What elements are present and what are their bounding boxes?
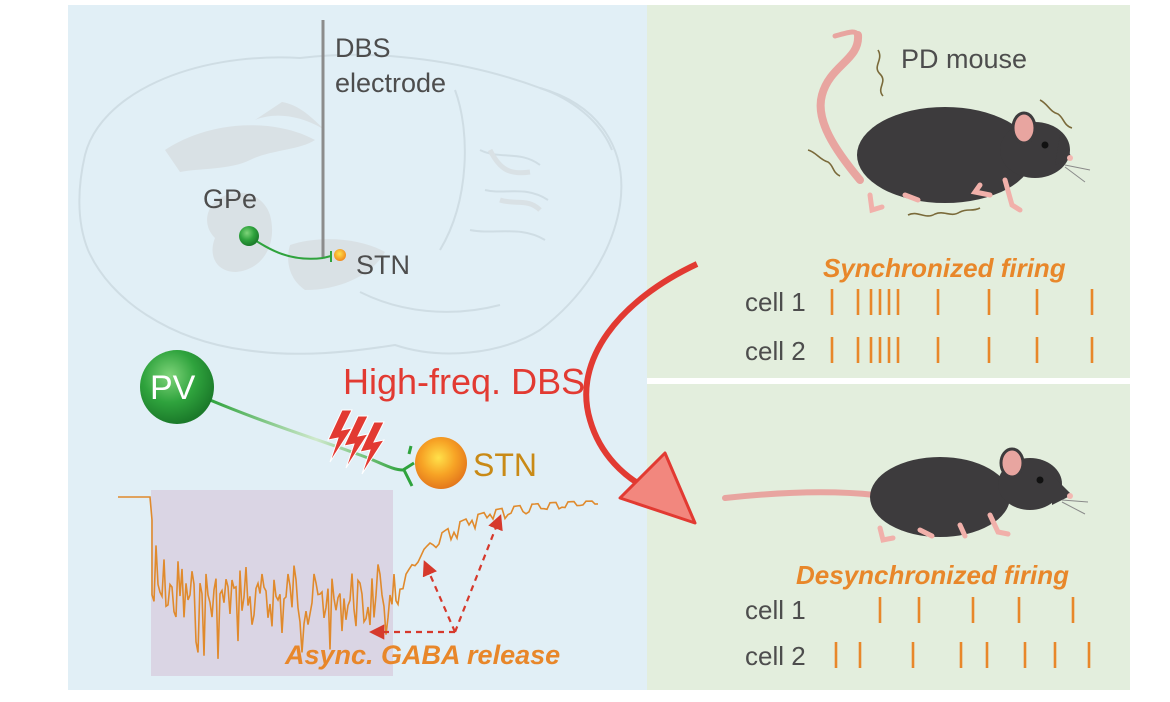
ipsc-trace [118,496,599,659]
stn-neuron-label: STN [473,447,537,483]
stn-small-synapse [322,251,332,262]
raster-desync [834,597,1091,668]
dbs-electrode-label: DBS electrode [335,35,446,97]
stn-small-neuron [334,249,346,261]
raster-sync [830,289,1094,363]
stn-brain-label: STN [356,250,410,280]
transition-arrowhead [618,451,697,525]
dbs-electrode-label-line2: electrode [335,68,447,98]
lightning-icon [327,409,386,475]
async-arrows [368,514,503,640]
brain-structures [165,102,542,290]
transition-arrow [583,261,699,493]
gpe-label: GPe [203,184,258,214]
async-gaba-label: Async. GABA release [285,640,561,670]
dbs-electrode-label-line1: DBS [335,33,391,63]
pd-mouse-icon [807,29,1091,217]
pd-mouse-label: PD mouse [901,44,1028,74]
high-freq-dbs-label: High-freq. DBS [343,361,586,402]
desync-cell2-label: cell 2 [745,641,806,671]
desync-cell1-label: cell 1 [745,595,806,625]
synchronized-firing-title: Synchronized firing [823,253,1066,283]
pv-label: PV [150,369,196,407]
pv-synapse [402,445,415,487]
mouse-icon [722,447,1089,543]
sync-cell2-label: cell 2 [745,336,806,366]
pv-neuron [140,350,214,424]
stn-neuron [415,437,467,489]
pv-axon [209,398,404,472]
gpe-neuron [239,226,259,246]
brain-outline [78,53,623,355]
desynchronized-firing-title: Desynchronized firing [796,560,1070,590]
sync-cell1-label: cell 1 [745,287,806,317]
